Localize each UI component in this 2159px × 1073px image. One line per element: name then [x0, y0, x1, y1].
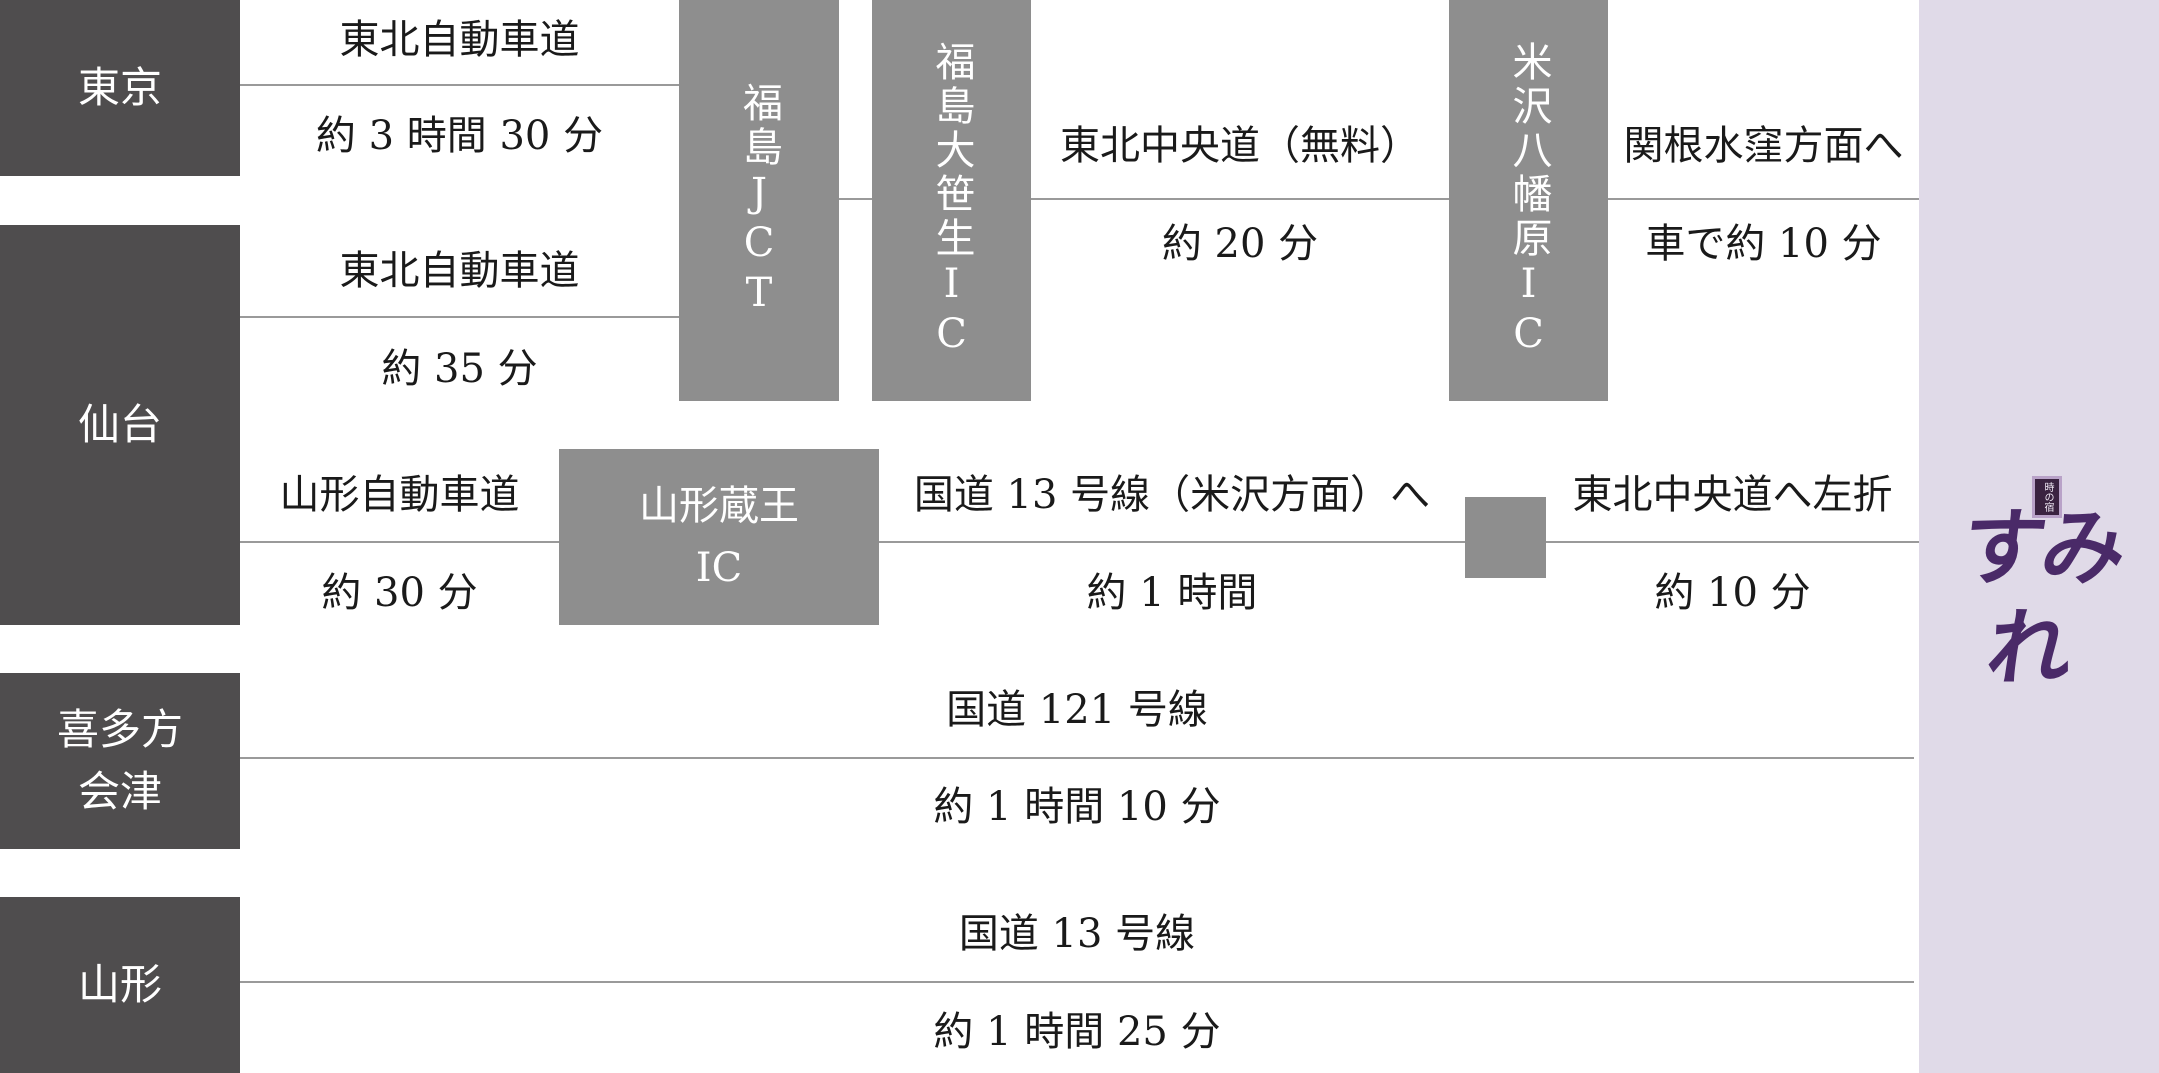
node-fukushima-ozasou-ic-label: 福島大笹生IC	[928, 40, 975, 361]
origin-yamagata: 山形	[0, 897, 240, 1073]
line-route13	[879, 541, 1465, 543]
origin-aizu-label: 会津	[77, 767, 162, 816]
origin-yamagata-label: 山形	[77, 960, 162, 1009]
line-sendai-expressway	[240, 316, 679, 318]
label-yamagata-expwy-road: 山形自動車道	[279, 472, 520, 518]
line-tohoku-chuo	[1031, 198, 1449, 200]
node-yamagata-zao-ic-line1: 山形蔵王	[639, 483, 799, 529]
label-route13-road: 国道 13 号線（米沢方面）へ	[913, 472, 1431, 518]
label-route13-time: 約 1 時間	[1086, 570, 1258, 616]
line-jct-to-ic	[839, 198, 872, 200]
node-fukushima-jct: 福島JCT	[679, 0, 839, 401]
label-left-turn-time: 約 10 分	[1654, 570, 1811, 616]
line-yamagata-expressway	[240, 541, 559, 543]
line-route13-yamagata	[240, 981, 1914, 983]
origin-sendai: 仙台	[0, 225, 240, 625]
line-tokyo-expressway	[240, 84, 679, 86]
label-final-road: 関根水窪方面へ	[1623, 123, 1904, 169]
label-tohoku-chuo-road: 東北中央道（無料）	[1060, 123, 1420, 169]
label-route121-time: 約 1 時間 10 分	[933, 784, 1221, 830]
node-fukushima-jct-label: 福島JCT	[736, 81, 782, 320]
sumire-logo: 時の宿 すみれ	[1936, 470, 2148, 697]
origin-kitakata-aizu: 喜多方 会津	[0, 673, 240, 849]
label-final-time: 車で約 10 分	[1645, 221, 1882, 267]
label-tokyo-time: 約 3 時間 30 分	[315, 113, 604, 159]
label-yamagata-route13-road: 国道 13 号線	[958, 911, 1196, 957]
origin-sendai-label: 仙台	[77, 400, 162, 449]
logo-wordmark: すみれ	[1955, 499, 2129, 697]
origin-tokyo-label: 東京	[77, 63, 162, 112]
label-sendai-road: 東北自動車道	[339, 248, 580, 294]
node-yonezawa-hachimanbara-ic: 米沢八幡原IC	[1449, 0, 1608, 401]
label-tohoku-chuo-time: 約 20 分	[1161, 221, 1319, 267]
node-fukushima-ozasou-ic: 福島大笹生IC	[872, 0, 1031, 401]
origin-tokyo: 東京	[0, 0, 240, 176]
line-route121	[240, 757, 1914, 759]
node-yonezawa-hachimanbara-ic-label: 米沢八幡原IC	[1505, 40, 1552, 361]
node-yamagata-zao-ic: 山形蔵王 IC	[559, 449, 879, 625]
line-to-destination-top	[1608, 198, 1919, 200]
label-yamagata-route13-time: 約 1 時間 25 分	[933, 1009, 1221, 1055]
origin-kitakata-label: 喜多方	[56, 705, 183, 754]
turn-point-marker	[1465, 497, 1546, 578]
line-left-turn	[1546, 541, 1919, 543]
logo-stamp: 時の宿	[2032, 476, 2062, 518]
label-left-turn-road: 東北中央道へ左折	[1572, 472, 1893, 518]
node-yamagata-zao-ic-line2: IC	[695, 545, 743, 591]
label-tokyo-road: 東北自動車道	[339, 17, 580, 63]
destination-panel	[1919, 0, 2159, 1073]
label-sendai-time: 約 35 分	[381, 346, 538, 392]
label-yamagata-expwy-time: 約 30 分	[321, 570, 478, 616]
label-route121-road: 国道 121 号線	[946, 687, 1208, 733]
